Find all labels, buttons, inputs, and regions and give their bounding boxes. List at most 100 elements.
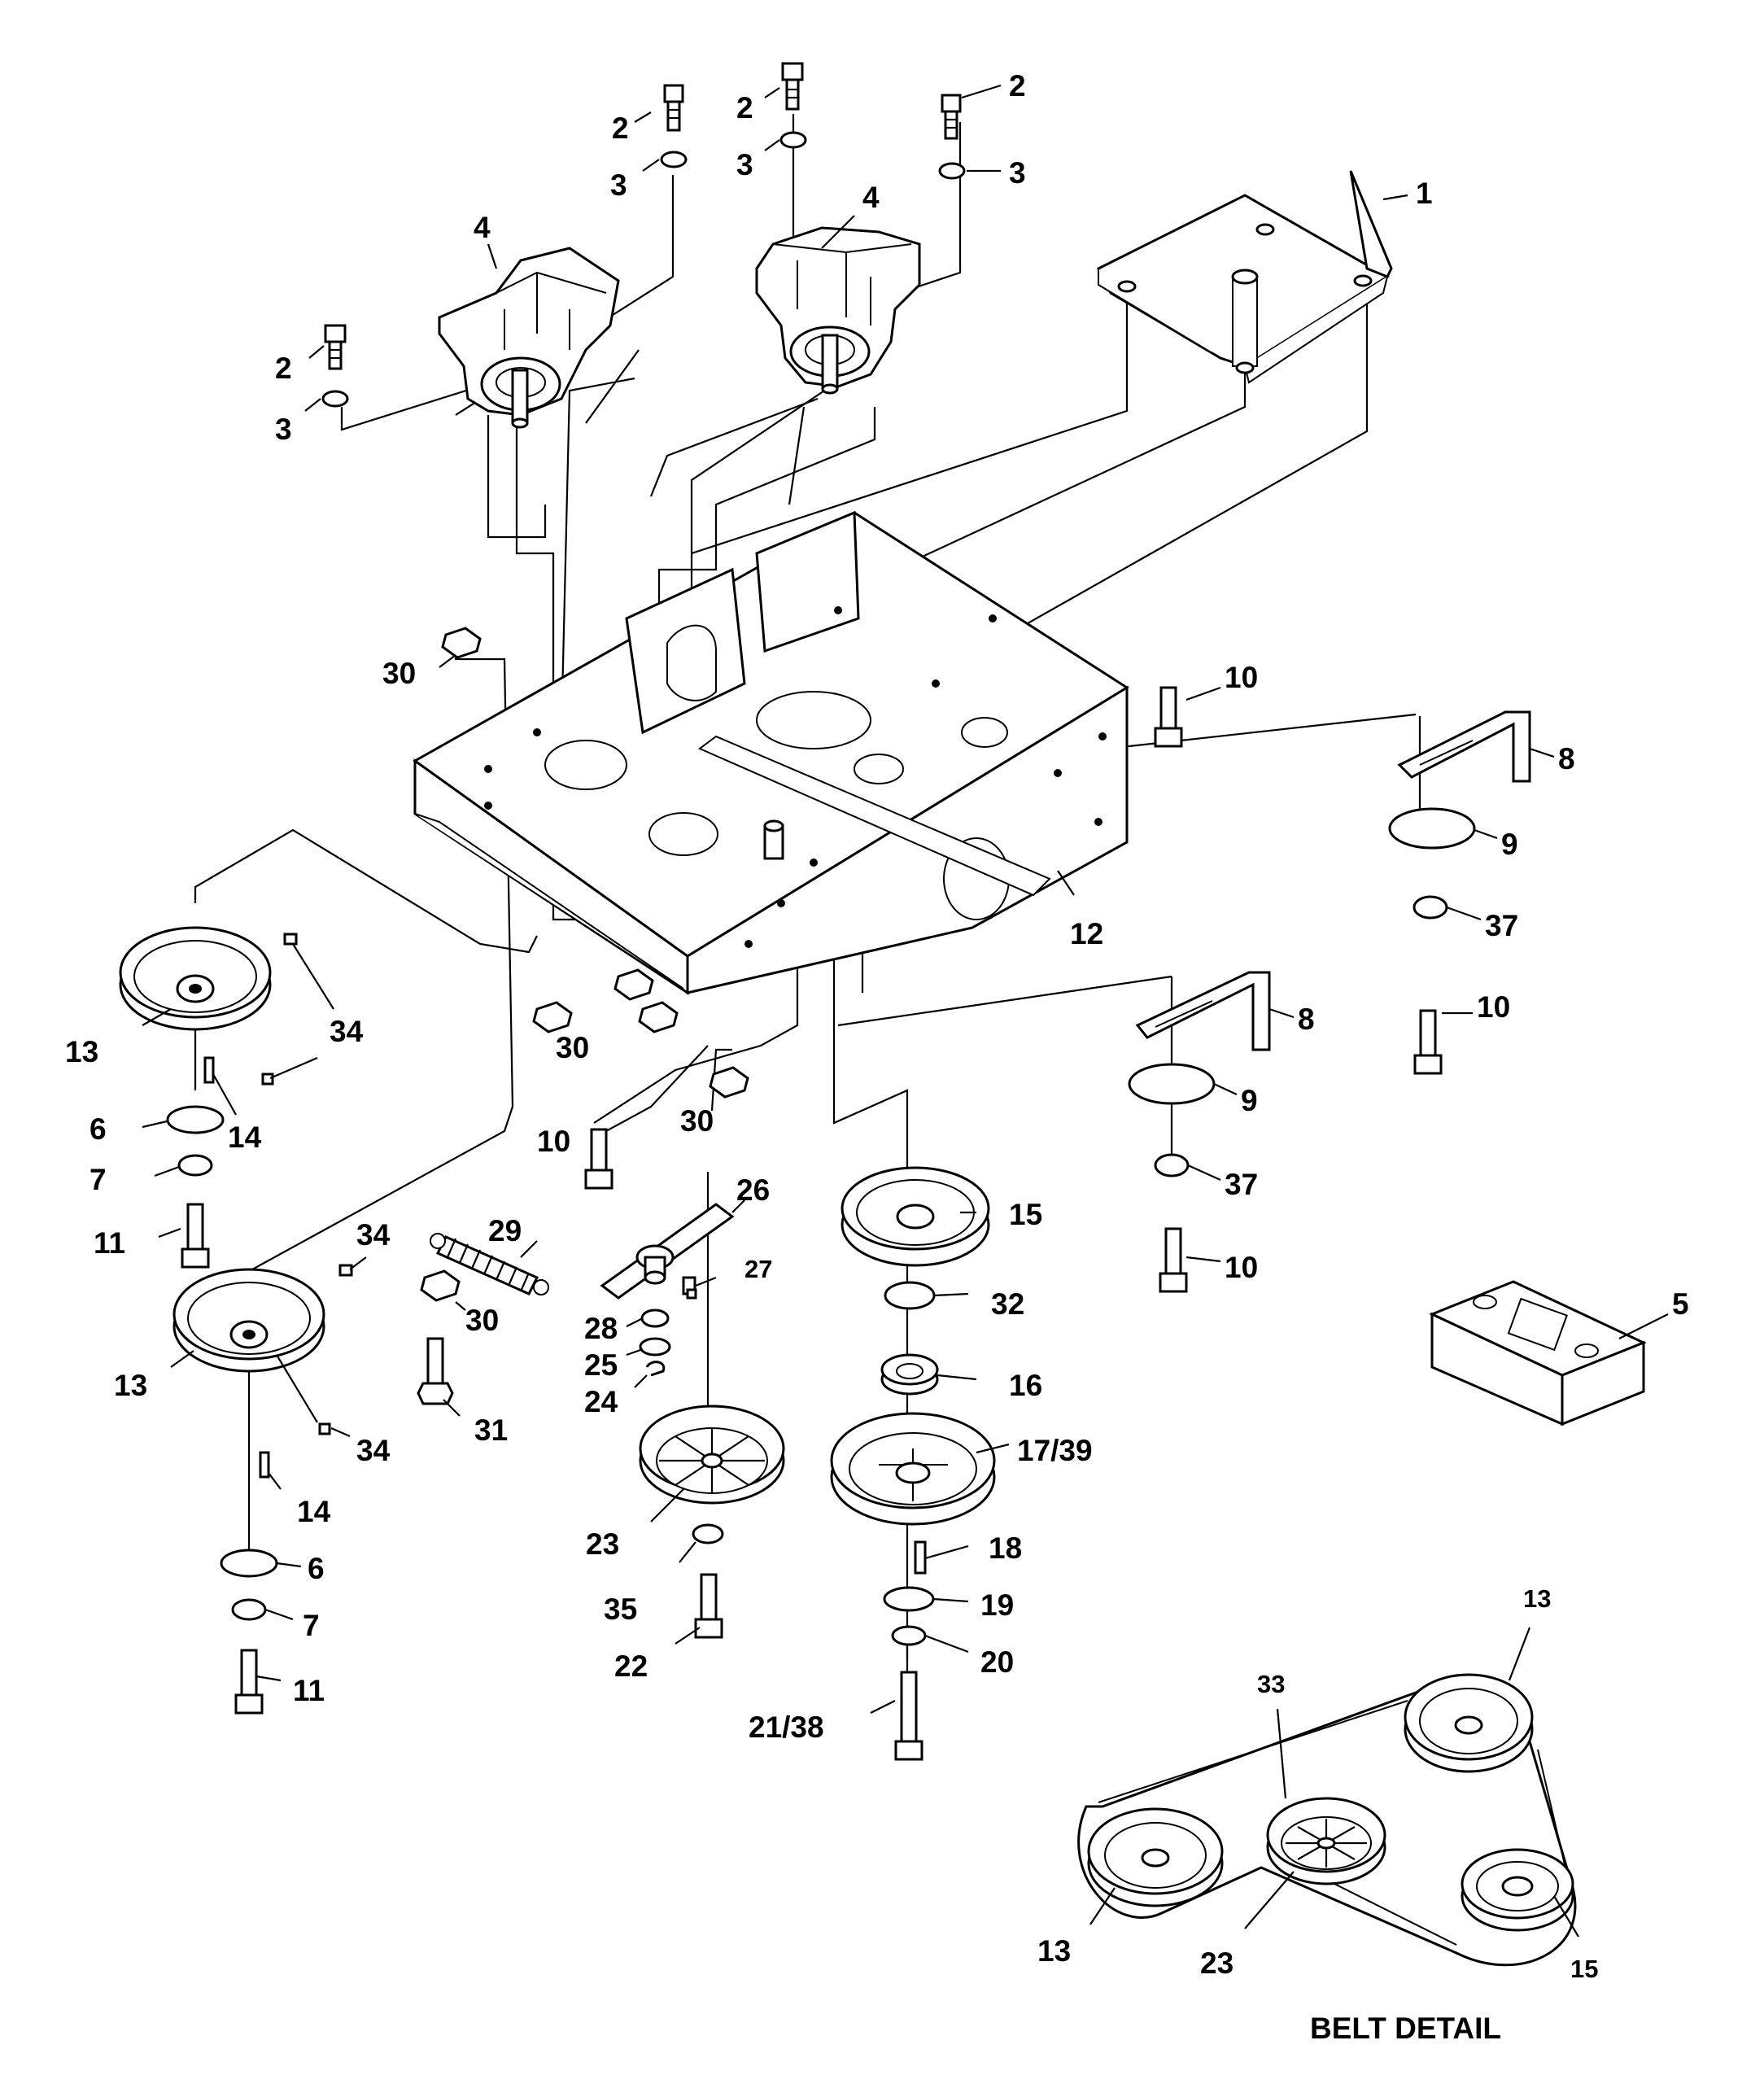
callout-10: 10 (537, 1125, 570, 1158)
callout-11: 11 (94, 1226, 125, 1260)
bolt-22 (694, 1573, 723, 1639)
bolt-31 (417, 1337, 454, 1405)
set-screw-34-d (318, 1422, 331, 1435)
pulley-13-upper (119, 926, 272, 1031)
nut-30-e (709, 1066, 749, 1099)
fitting-27 (682, 1276, 697, 1300)
callout-7: 7 (303, 1609, 320, 1642)
bolt-10-a (1154, 686, 1183, 748)
callout-9: 9 (1241, 1084, 1258, 1117)
callout-34: 34 (330, 1015, 364, 1048)
mower-deck-12 (413, 510, 1129, 995)
callout-2: 2 (736, 91, 753, 125)
callout-19: 19 (980, 1588, 1014, 1622)
gearbox-4-left (438, 247, 620, 429)
bolt-21-38 (894, 1671, 923, 1761)
washer-3-a (660, 151, 688, 168)
bolt-11-b (234, 1649, 264, 1715)
callout-4: 4 (474, 211, 491, 244)
callout-5: 5 (1672, 1287, 1689, 1321)
nut-30-b (532, 1001, 573, 1033)
callout-13: 13 (1037, 1934, 1071, 1968)
callout-29: 29 (488, 1214, 522, 1247)
block-5 (1429, 1280, 1647, 1426)
bolt-2-d (324, 324, 347, 370)
callout-11: 11 (293, 1674, 325, 1707)
callout-4: 4 (862, 181, 880, 214)
callout-34: 34 (356, 1218, 391, 1252)
washer-25 (639, 1337, 671, 1357)
callout-14: 14 (228, 1121, 262, 1154)
callout-15: 15 (1570, 1955, 1598, 1983)
callout-13: 13 (1523, 1584, 1551, 1613)
callout-25: 25 (584, 1348, 618, 1382)
callout-30: 30 (680, 1104, 714, 1138)
key-14-a (203, 1056, 215, 1084)
callout-18: 18 (989, 1531, 1022, 1565)
bearing-16 (880, 1353, 939, 1396)
callout-37: 37 (1225, 1168, 1258, 1201)
washer-6-a (166, 1105, 225, 1134)
set-screw-34-c (338, 1264, 353, 1277)
washer-20 (891, 1625, 927, 1646)
callout-10: 10 (1225, 1251, 1258, 1284)
washer-3-d (321, 390, 349, 408)
key-14-b (259, 1451, 270, 1479)
callout-10: 10 (1225, 661, 1258, 694)
pulley-13-lower (172, 1268, 325, 1373)
callout-16: 16 (1009, 1369, 1042, 1402)
nut-30-d (638, 1001, 679, 1033)
spacer-32 (884, 1281, 936, 1310)
leader-lines (142, 84, 1669, 1938)
washer-7-a (177, 1154, 213, 1177)
callout-8: 8 (1298, 1003, 1315, 1036)
callout-22: 22 (614, 1649, 648, 1683)
washer-3-b (779, 131, 807, 149)
callout-37: 37 (1485, 909, 1518, 942)
callout-26: 26 (736, 1173, 770, 1207)
callout-6: 6 (90, 1112, 107, 1146)
callout-labels: 2 3 2 3 2 3 2 3 4 4 1 30 30 30 30 10 10 … (65, 69, 1689, 1983)
callout-14: 14 (297, 1495, 331, 1528)
washer-7-b (231, 1598, 267, 1621)
callout-34: 34 (356, 1434, 391, 1467)
idler-arm-26 (600, 1203, 735, 1300)
bolt-10-b (1413, 1009, 1443, 1075)
washer-37-b (1154, 1153, 1190, 1177)
bolt-2-a (663, 84, 684, 132)
callout-35: 35 (604, 1592, 637, 1626)
belt-detail (1077, 1673, 1577, 1967)
callout-23: 23 (586, 1527, 619, 1561)
set-screw-34-b (261, 1073, 274, 1086)
idler-pulley-23 (639, 1405, 785, 1505)
washer-3-c (938, 162, 966, 180)
callout-3: 3 (610, 168, 627, 202)
washer-37-a (1413, 895, 1448, 920)
callout-10: 10 (1477, 990, 1510, 1024)
callout-23: 23 (1200, 1946, 1233, 1980)
bolt-2-b (781, 62, 804, 111)
nut-30-a (441, 627, 482, 659)
callout-13: 13 (65, 1035, 98, 1068)
pulley-17-39 (830, 1412, 996, 1526)
nut-30-c (613, 968, 654, 1001)
nut-30-f (420, 1269, 461, 1302)
washer-19 (883, 1586, 935, 1612)
callout-6: 6 (308, 1552, 325, 1585)
callout-28: 28 (584, 1312, 618, 1345)
bushing-28 (640, 1309, 670, 1328)
bolt-11-a (181, 1203, 210, 1269)
callout-33: 33 (1257, 1670, 1285, 1698)
callout-31: 31 (474, 1413, 508, 1447)
set-screw-34-a (283, 933, 298, 946)
gearbox-4-right (755, 226, 921, 395)
callout-30: 30 (382, 657, 416, 690)
callout-3: 3 (736, 148, 753, 181)
washer-35 (692, 1523, 724, 1544)
callout-1: 1 (1416, 177, 1433, 210)
pulley-15 (841, 1166, 990, 1267)
callout-2: 2 (275, 352, 292, 385)
callout-15: 15 (1009, 1198, 1042, 1231)
spring-29 (430, 1233, 549, 1295)
